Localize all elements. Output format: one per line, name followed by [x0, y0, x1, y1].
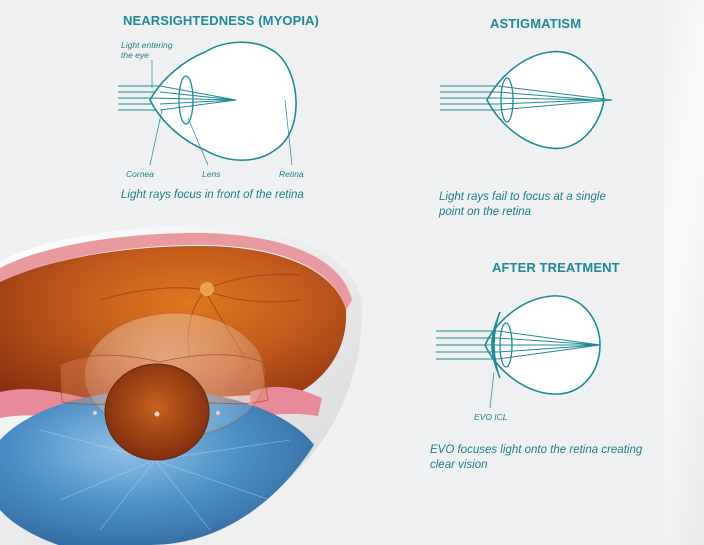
- choroid-rim: [0, 232, 352, 310]
- after-light-rays: [436, 330, 601, 360]
- label-cornea: Cornea: [126, 169, 154, 179]
- myopia-eyeball: [149, 41, 297, 161]
- icl-leader-line: [489, 371, 495, 409]
- myopia-internal-rays: [149, 85, 237, 111]
- myopia-lens: [178, 75, 194, 125]
- icl-port-right: [216, 411, 220, 415]
- astigmatism-caption-line2: point on the retina: [439, 206, 532, 218]
- astigmatism-lens: [500, 77, 514, 123]
- myopia-title: NEARSIGHTEDNESS (MYOPIA): [123, 13, 319, 28]
- label-light-entering-line2: the eye: [121, 50, 149, 60]
- after-title: AFTER TREATMENT: [492, 260, 620, 275]
- iris: [0, 390, 325, 545]
- page-fold-shadow: [664, 0, 704, 545]
- optic-disc: [200, 282, 214, 296]
- label-evo-icl: EVO ICL: [474, 412, 508, 422]
- astigmatism-caption-line1: Light rays fail to focus at a single: [439, 191, 606, 203]
- myopia-caption: Light rays focus in front of the retina: [121, 189, 304, 201]
- icl-port-left: [93, 411, 97, 415]
- icl-central-port: [154, 411, 160, 417]
- after-caption-line1: EVO focuses light onto the retina creati…: [430, 444, 643, 456]
- astigmatism-title: ASTIGMATISM: [490, 16, 582, 31]
- label-retina: Retina: [279, 169, 304, 179]
- after-caption-line2: clear vision: [430, 459, 488, 471]
- label-lens: Lens: [202, 169, 221, 179]
- after-caption: EVO focuses light onto the retina creati…: [430, 443, 642, 473]
- label-light-entering: Light entering the eye: [121, 40, 173, 60]
- astigmatism-caption: Light rays fail to focus at a single poi…: [439, 190, 606, 220]
- label-light-entering-line1: Light entering: [121, 40, 173, 50]
- myopia-leader-lines: [149, 60, 293, 166]
- iris-root-right: [250, 386, 322, 418]
- astigmatism-light-rays: [440, 85, 613, 111]
